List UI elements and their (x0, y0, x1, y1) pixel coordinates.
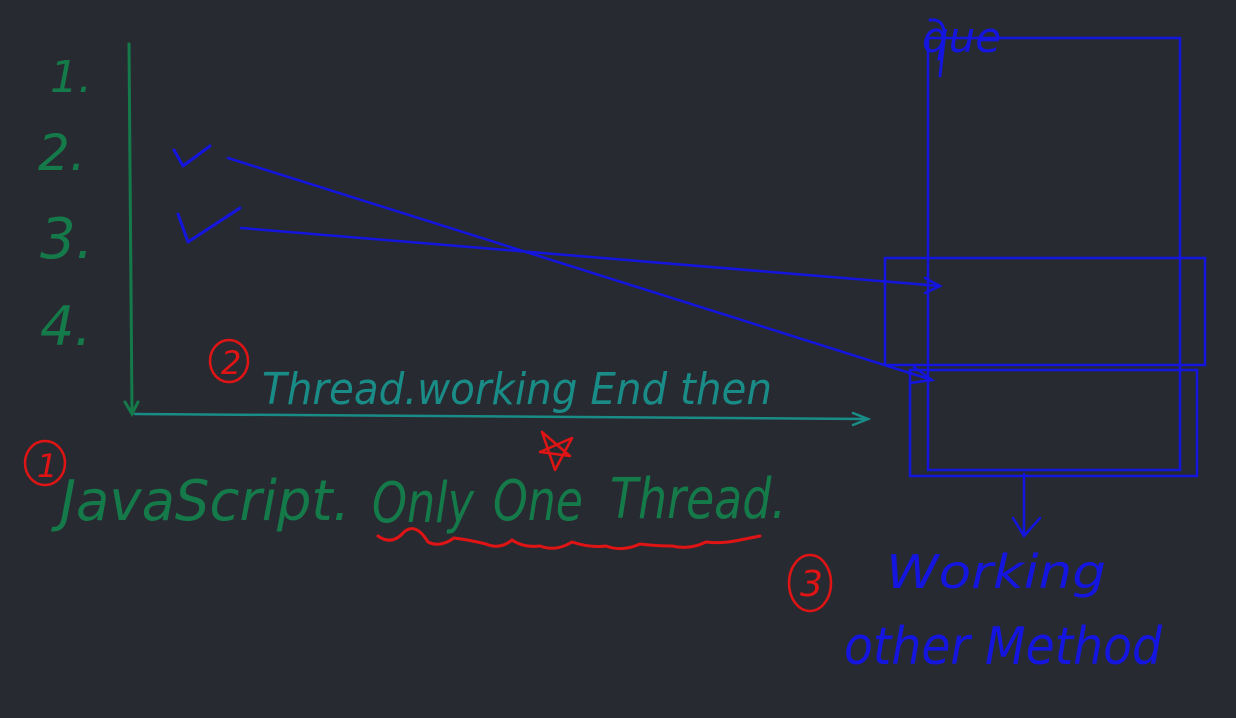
note3-line2: other Method (844, 617, 1163, 677)
queue-label-stroke (928, 18, 946, 78)
timeline-vertical-line (123, 42, 140, 418)
list-number-2: 2. (38, 124, 86, 182)
note1-marker-circle (23, 439, 67, 487)
note3-marker-circle (787, 553, 833, 613)
check-icon (172, 144, 212, 168)
queue-block-lower (908, 368, 1199, 478)
note3-line1: Working (886, 545, 1106, 599)
note1-text-thread: Thread. (610, 467, 786, 532)
timeline-horizontal-arrow (133, 411, 872, 427)
note2-marker-circle (208, 338, 250, 384)
list-number-1: 1. (50, 52, 92, 103)
list-number-4: 4. (40, 295, 92, 358)
note2-marker: 2 (221, 344, 241, 382)
check-icon (176, 206, 242, 244)
note1-marker: 1 (37, 447, 57, 485)
note3-marker: 3 (800, 564, 823, 605)
list-number-3: 3. (40, 207, 93, 272)
arrow-item2-to-queue-block-lower (226, 156, 936, 385)
arrow-item3-to-queue-block-upper (239, 226, 943, 295)
note1-text-only: Only (372, 471, 475, 536)
red-star-icon (538, 430, 574, 472)
note2-text: Thread.working End then (262, 364, 772, 415)
red-wavy-underline (376, 527, 762, 551)
queue-block-upper (883, 256, 1207, 367)
note1-text-one: One (493, 469, 583, 534)
queue-output-arrow (1011, 472, 1042, 539)
note1-text-javascript: JavaScript. (50, 469, 350, 534)
queue-box (926, 36, 1182, 472)
